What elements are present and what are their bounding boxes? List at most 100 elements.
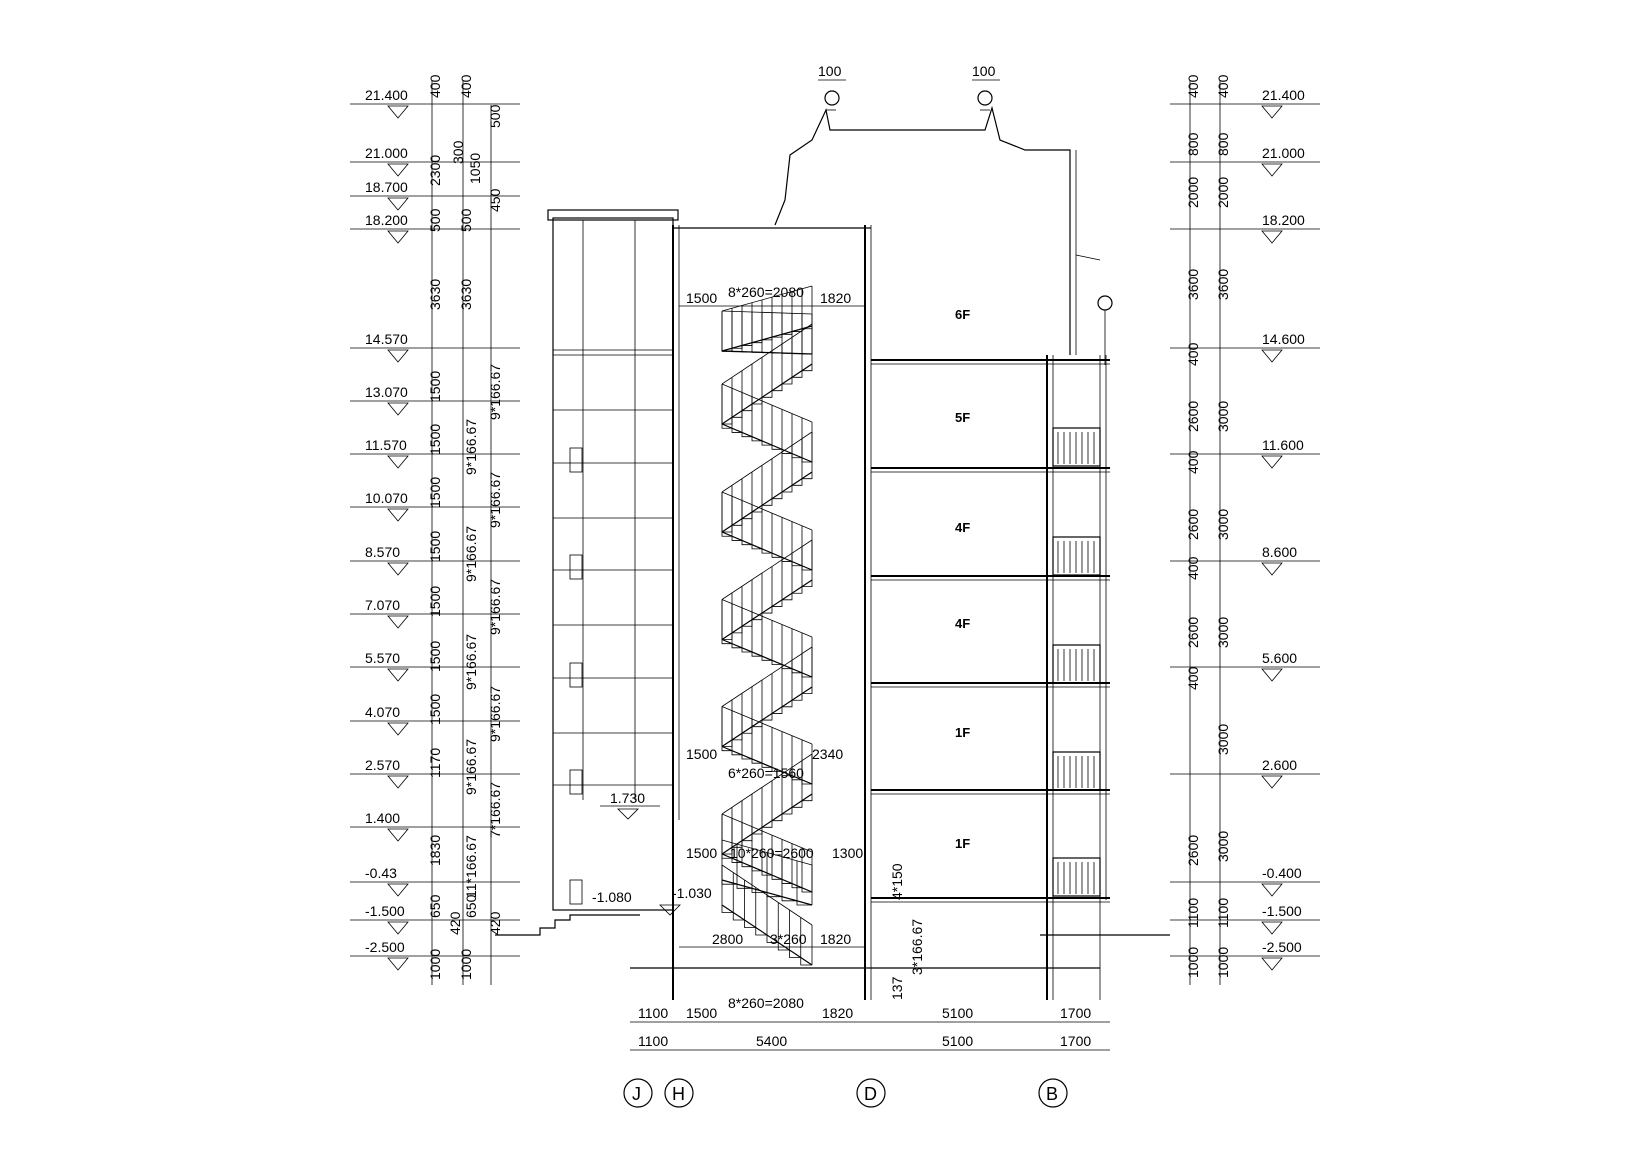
stair-flight [721, 646, 813, 748]
axis-bubble-d [856, 1078, 886, 1108]
axis-bubbles: J H D B [623, 1078, 1068, 1108]
level-marker-icon [1261, 668, 1283, 682]
bottom-dim: 5100 [942, 1005, 973, 1021]
left-level-value: 13.070 [365, 384, 408, 400]
right-level-value: -0.400 [1262, 865, 1302, 881]
left-dim: 450 [487, 188, 503, 212]
axis-label-j: J [632, 1084, 641, 1104]
right-level-value: -2.500 [1262, 939, 1302, 955]
right-level-value: 21.000 [1262, 145, 1305, 161]
left-dim: 400 [427, 74, 443, 98]
stair-dim: 9*166.67 [463, 526, 479, 582]
stair-flight [721, 599, 813, 678]
right-dim-column-inner: 400 800 2000 3600 3000 3000 3000 3000 30… [1215, 74, 1231, 978]
vent-icon [569, 554, 583, 580]
right-level-value: -1.500 [1262, 903, 1302, 919]
right-dim: 3600 [1215, 269, 1231, 300]
left-dim: 2300 [427, 155, 443, 186]
left-dim-column-outer: 400 2300 500 3630 1500 1500 1500 1500 15… [427, 74, 463, 980]
stair-flight [721, 706, 813, 785]
stair-label: 1500 [686, 290, 717, 306]
bottom-dim: 1500 [686, 1005, 717, 1021]
left-level-value: 8.570 [365, 544, 400, 560]
left-stair-dims: 9*166.67 9*166.67 9*166.67 9*166.67 9*16… [463, 364, 503, 918]
stair-dim: 9*166.67 [487, 579, 503, 635]
left-dim: 3630 [427, 279, 443, 310]
left-level-value: 1.400 [365, 810, 400, 826]
vent-icon [569, 662, 583, 688]
local-level: 1.730 [610, 790, 645, 806]
floor-label-1f-b: 1F [955, 836, 970, 851]
local-level: -1.080 [592, 889, 632, 905]
bottom-dimensions: 1100 1500 8*260=2080 1820 5100 1700 1100… [630, 995, 1110, 1051]
right-dim: 3600 [1185, 269, 1201, 300]
right-dim: 2600 [1185, 617, 1201, 648]
bottom-dim: 8*260=2080 [728, 995, 804, 1011]
left-dim: 1500 [427, 371, 443, 402]
stair-flight [721, 491, 813, 571]
right-level-value: 18.200 [1262, 212, 1305, 228]
left-level-value: 2.570 [365, 757, 400, 773]
right-level-value: 11.600 [1262, 437, 1304, 453]
left-dim: 1500 [427, 531, 443, 562]
balcony-railing [1052, 751, 1101, 791]
left-dim: 1170 [427, 748, 443, 778]
stair-dim: 7*166.67 [487, 782, 503, 838]
stair-flight [721, 431, 813, 533]
left-dim: 1500 [427, 424, 443, 455]
floor-label-4f: 4F [955, 520, 970, 535]
right-dim: 2600 [1185, 509, 1201, 540]
left-dim: 300 [450, 140, 466, 164]
right-level-markers: 21.40021.00018.20014.60011.6008.6005.600… [1170, 80, 1320, 985]
left-dim: 500 [487, 104, 503, 128]
right-dim: 400 [1185, 342, 1201, 366]
level-marker-icon [1261, 883, 1283, 897]
vent-icon [569, 769, 583, 795]
right-dim: 400 [1185, 556, 1201, 580]
level-marker-icon [387, 828, 409, 842]
right-dim: 400 [1215, 74, 1231, 98]
right-dim-column-outer: 400 800 2000 3600 400 2600 400 2600 400 … [1185, 74, 1201, 978]
left-level-value: -0.43 [365, 865, 397, 881]
left-level-value: -1.500 [365, 903, 405, 919]
stair-flight [721, 839, 813, 906]
roof-dim: 100 [818, 63, 842, 79]
left-dim-column-third: 500 450 420 [487, 104, 503, 935]
left-dim: 1500 [427, 694, 443, 725]
left-level-value: 5.570 [365, 650, 400, 666]
level-marker-icon [1261, 455, 1283, 469]
stair-label: 1500 [686, 845, 717, 861]
left-dim: 1830 [427, 835, 443, 866]
right-dim: 3000 [1215, 831, 1231, 862]
right-dim: 3000 [1215, 401, 1231, 432]
axis-bubble-j [623, 1078, 653, 1108]
right-dim: 3000 [1215, 617, 1231, 648]
left-dim: 650 [427, 894, 443, 918]
level-marker-icon [387, 775, 409, 789]
right-dim: 1000 [1215, 947, 1231, 978]
stair-label: 1820 [820, 290, 851, 306]
stair-flight [721, 864, 813, 966]
balcony-railing [1052, 536, 1101, 576]
roof-dim: 100 [972, 63, 996, 79]
level-marker-icon [387, 230, 409, 244]
level-marker-icon [387, 349, 409, 363]
right-dim: 400 [1185, 666, 1201, 690]
bottom-dim: 1700 [1060, 1005, 1091, 1021]
level-marker-icon [387, 562, 409, 576]
bottom-dim: 5400 [756, 1033, 787, 1049]
floor-label-1f: 1F [955, 725, 970, 740]
right-dim: 3000 [1215, 724, 1231, 755]
axis-bubble-h [664, 1078, 694, 1108]
balcony-railing [1052, 644, 1101, 684]
right-dim: 800 [1185, 132, 1201, 156]
left-level-value: 11.570 [365, 437, 407, 453]
level-marker-icon [387, 957, 409, 971]
level-marker-icon [1261, 349, 1283, 363]
bottom-dim: 1820 [822, 1005, 853, 1021]
floor-label-6f: 6F [955, 307, 970, 322]
stair-label: 4*150 [889, 863, 905, 900]
right-level-value: 2.600 [1262, 757, 1297, 773]
left-dim: 1500 [427, 641, 443, 672]
